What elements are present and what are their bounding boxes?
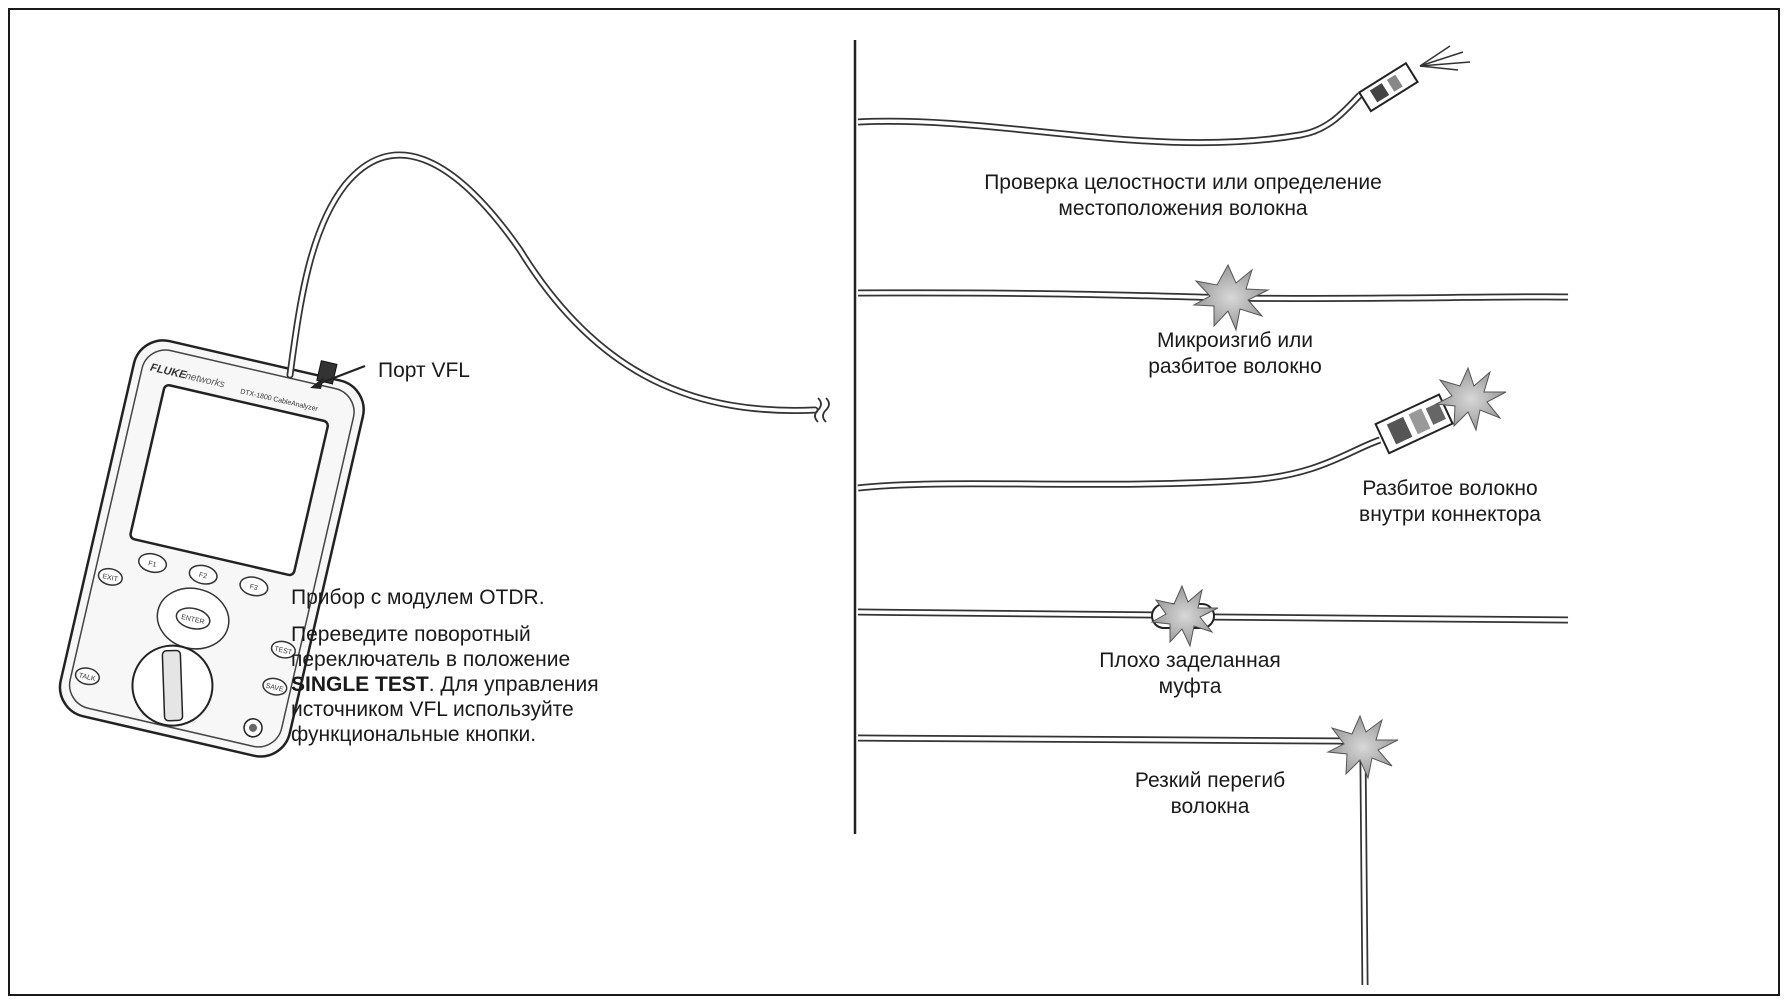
device-screen bbox=[129, 383, 330, 577]
instructions-line-4: SINGLE TEST. Для управления bbox=[291, 672, 599, 697]
enter-key bbox=[175, 607, 211, 630]
scenario-1-caption: Проверка целостности или определение мес… bbox=[958, 170, 1408, 222]
test-key-label: TEST bbox=[274, 646, 294, 657]
instructions-line-4-rest: . Для управления bbox=[428, 673, 599, 696]
test-key bbox=[270, 640, 296, 659]
scenario-4-caption-line-1: Плохо заделанная bbox=[1099, 649, 1281, 672]
exit-key-label: EXIT bbox=[102, 573, 119, 583]
f2-key bbox=[188, 564, 218, 585]
talk-key bbox=[74, 667, 100, 686]
scenario-1-caption-line-1: Проверка целостности или определение bbox=[984, 171, 1382, 194]
instructions-line-5: источником VFL используйте bbox=[291, 698, 574, 721]
scenario-3-caption-line-1: Разбитое волокно bbox=[1362, 477, 1538, 500]
scenario-2-caption: Микроизгиб или разбитое волокно bbox=[1105, 328, 1365, 380]
f1-key bbox=[137, 552, 168, 574]
scenario-5-caption-line-1: Резкий перегиб bbox=[1134, 769, 1286, 792]
save-key-label: SAVE bbox=[265, 683, 285, 694]
instructions-heading: Прибор с модулем OTDR. bbox=[291, 586, 545, 609]
scenario-2-caption-line-1: Микроизгиб или bbox=[1156, 329, 1314, 352]
f1-key-label: F1 bbox=[147, 560, 157, 569]
instructions-text: Переведите поворотный переключатель в по… bbox=[291, 622, 599, 747]
save-key bbox=[262, 677, 288, 696]
scenario-2-caption-line-2: разбитое волокно bbox=[1148, 355, 1322, 378]
scenario-5-graphic bbox=[857, 714, 1399, 986]
f2-key-label: F2 bbox=[198, 572, 208, 581]
port-pointer-arrow bbox=[317, 364, 366, 386]
instructions-line-3: переключатель в положение bbox=[291, 648, 571, 671]
single-test-mode: SINGLE TEST bbox=[291, 673, 429, 696]
scenario-3-caption: Разбитое волокно внутри коннектора bbox=[1330, 476, 1570, 528]
f3-key bbox=[239, 576, 269, 597]
scenario-1-caption-line-2: местоположения волокна bbox=[1058, 197, 1308, 220]
f3-key-label: F3 bbox=[249, 584, 259, 593]
scenario-4-graphic bbox=[857, 584, 1569, 648]
vfl-port-label: Порт VFL bbox=[378, 359, 470, 382]
instructions-line-2: Переведите поворотный bbox=[291, 623, 531, 646]
scenario-3-graphic bbox=[857, 366, 1507, 492]
scenario-3-caption-line-2: внутри коннектора bbox=[1359, 503, 1541, 526]
talk-key-label: TALK bbox=[78, 672, 96, 683]
figure-frame bbox=[8, 8, 1780, 996]
cable-tester-device: FLUKE networks DTX-1800 CableAnalyzer F1… bbox=[58, 339, 365, 758]
scenario-4-caption-line-2: муфта bbox=[1158, 675, 1222, 698]
exit-key bbox=[97, 567, 123, 586]
scenario-5-caption: Резкий перегиб волокна bbox=[1100, 768, 1320, 820]
instructions-line-6: функциональные кнопки. bbox=[291, 723, 537, 746]
cable-break-mark bbox=[814, 397, 830, 423]
scenario-2-graphic bbox=[857, 263, 1569, 332]
patch-cord bbox=[286, 151, 819, 414]
scenario-4-caption: Плохо заделанная муфта bbox=[1070, 648, 1310, 700]
scenario-5-caption-line-2: волокна bbox=[1170, 795, 1250, 818]
scenario-1-graphic bbox=[857, 45, 1471, 147]
